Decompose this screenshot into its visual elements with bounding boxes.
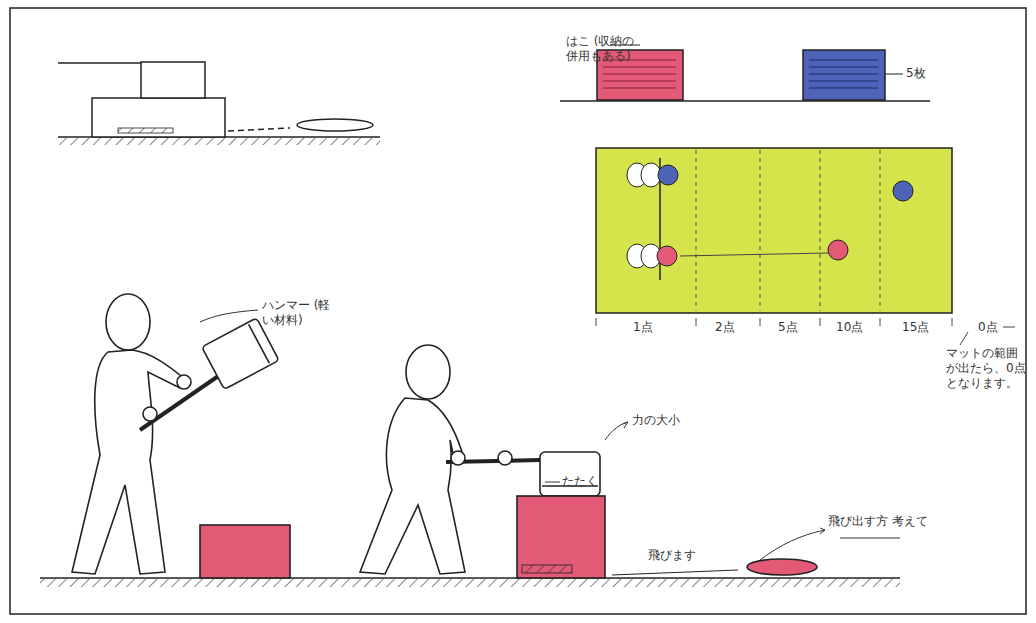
annotation: 力の大小 [632,413,692,428]
score-label: 0点 [978,320,1008,335]
score-label: 15点 [902,320,942,335]
score-mat [596,148,1015,345]
person-swinging [72,294,290,578]
score-label: 1点 [633,320,673,335]
side-sketch [58,62,380,145]
ground [40,578,900,587]
score-label: 5点 [778,320,818,335]
annotation: たたく [562,474,612,489]
annotation: 飛びます [648,548,708,563]
count-label: 5枚 [906,66,946,81]
note-text: マットの範囲が出たら、0点となります。 [946,346,1028,391]
person-hitting [360,345,817,578]
box-label: はこ (収納の併用もある) [566,34,646,64]
part-label: ハンマー (軽い材料) [262,298,336,328]
note-text: 飛び出す方 考えて [828,514,928,529]
leader-lines [200,310,900,560]
score-label: 10点 [836,320,876,335]
score-label: 2点 [715,320,755,335]
